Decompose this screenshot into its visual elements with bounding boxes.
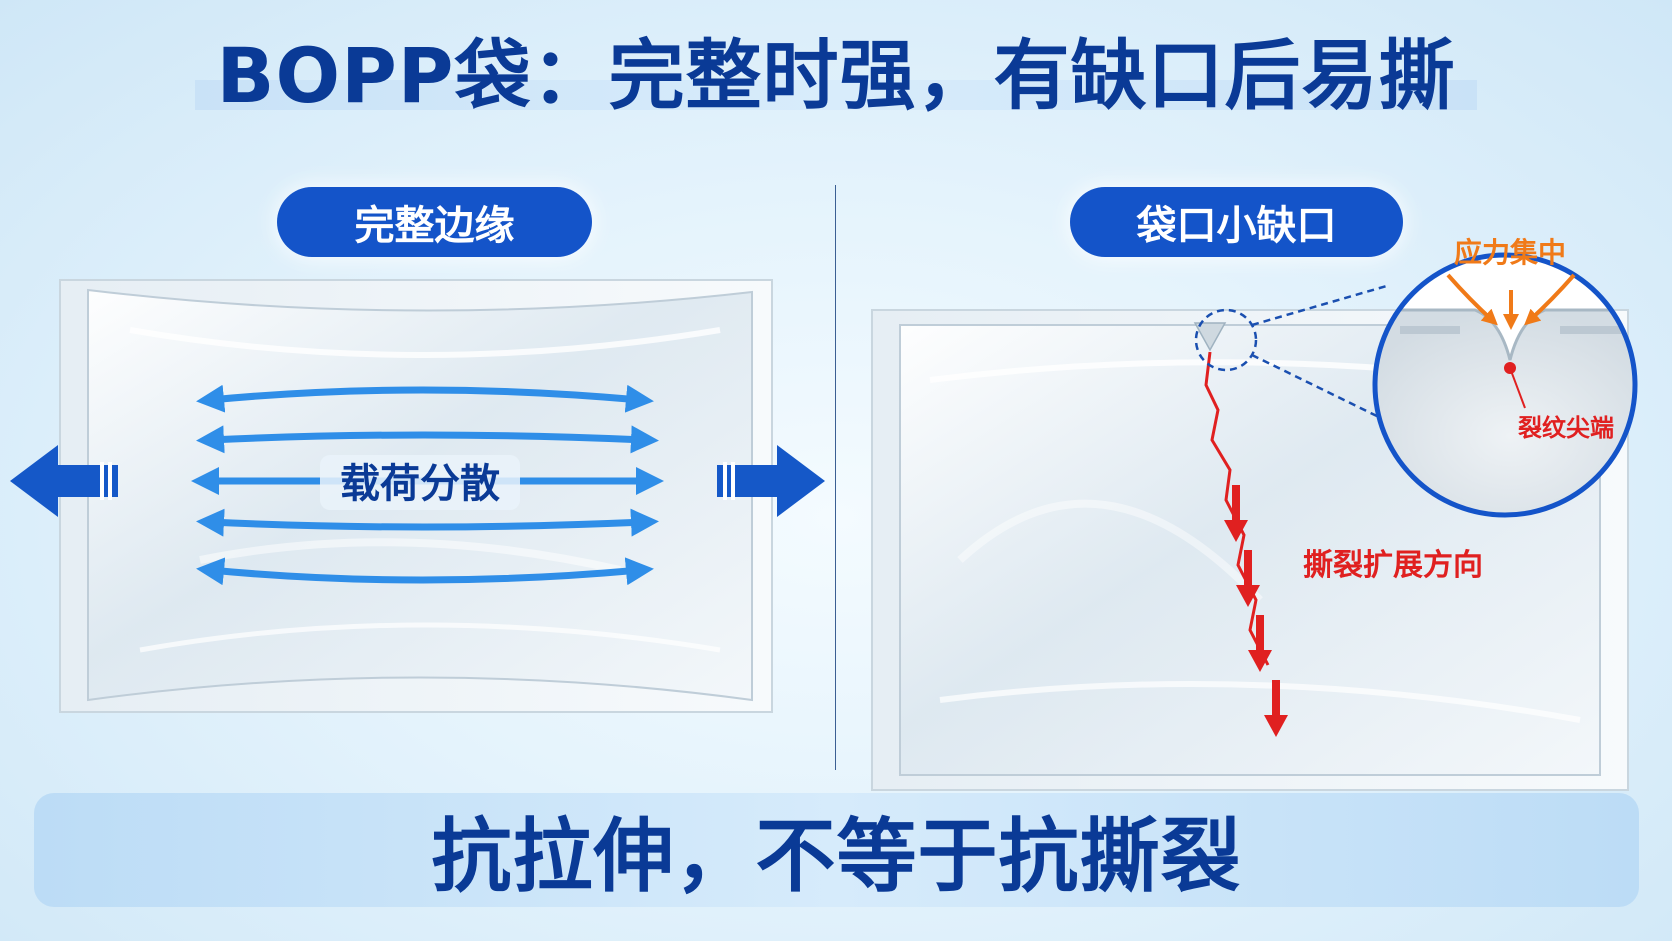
left-pull-arrow: [10, 445, 118, 517]
bottom-banner-text: 抗拉伸，不等于抗撕裂: [431, 810, 1242, 903]
load-arrow-1: [196, 384, 654, 413]
tear-direction-arrows: [1224, 485, 1288, 737]
stress-concentration-arrows: [1446, 273, 1576, 330]
intact-edge-badge: 完整边缘: [277, 187, 592, 257]
tear-crack: [1204, 351, 1270, 666]
tear-arrow-2: [1236, 550, 1260, 607]
crack-tip-label: 裂纹尖端: [1518, 414, 1614, 442]
stress-arrow-1: [1446, 273, 1498, 326]
notch-focus-ring: [1194, 308, 1258, 372]
zoom-connector-bottom: [1251, 353, 1386, 422]
title-highlight-band: [195, 80, 1477, 110]
small-notch-badge: 袋口小缺口: [1070, 187, 1403, 257]
load-label-backdrop: [320, 455, 520, 510]
zoom-callout: [1372, 252, 1638, 518]
panel-divider: [835, 185, 836, 770]
tear-arrow-1: [1224, 485, 1248, 542]
tear-arrow-3: [1248, 615, 1272, 672]
stress-concentration-label: 应力集中: [1454, 236, 1566, 269]
load-arrow-2: [196, 425, 659, 454]
bottom-banner: 抗拉伸，不等于抗撕裂: [34, 793, 1639, 907]
tear-direction-label: 撕裂扩展方向: [1303, 548, 1483, 583]
bag-notch: [1193, 322, 1227, 352]
load-arrow-5: [196, 557, 654, 586]
load-dispersion-label: 载荷分散: [340, 461, 500, 507]
right-pull-arrow: [717, 445, 825, 517]
intact-edge-label: 完整边缘: [354, 203, 515, 249]
crack-tip-leader: [1509, 367, 1526, 409]
tear-arrow-4: [1264, 680, 1288, 737]
load-arrow-4: [196, 508, 659, 537]
stress-arrow-3: [1524, 273, 1576, 326]
small-notch-label: 袋口小缺口: [1136, 203, 1337, 249]
page-title: BOPP袋：完整时强，有缺口后易撕: [216, 31, 1456, 120]
